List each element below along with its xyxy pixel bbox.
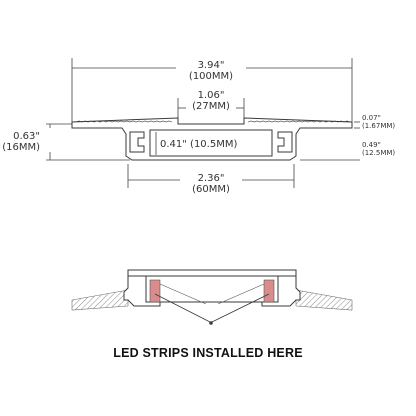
- flange-ribs: [75, 120, 351, 123]
- aluminum-profile: [71, 117, 353, 161]
- installed-caption: LED STRIPS INSTALLED HERE: [113, 346, 303, 360]
- overall-height-inch: 0.63": [13, 131, 40, 142]
- overall-height-dimension: [46, 123, 130, 161]
- installed-profile: [123, 269, 301, 307]
- overall-height-mm: (16MM): [2, 142, 40, 153]
- right-led-strip: [263, 279, 275, 303]
- right-surface: [295, 289, 353, 311]
- callout-dot: [209, 321, 213, 325]
- callout-lines: [154, 293, 270, 323]
- right-dimensions: [300, 121, 360, 161]
- body-height-mm: (12.5MM): [362, 149, 395, 157]
- channel-opening-inch: 1.06": [198, 90, 225, 101]
- channel-opening-mm: (27MM): [192, 101, 230, 112]
- overall-width-inch: 3.94": [198, 60, 225, 71]
- inner-depth-label: 0.41" (10.5MM): [160, 139, 237, 150]
- top-profile-section: 3.94" (100MM) 1.06" (27MM) 0.63" (16MM): [2, 58, 395, 195]
- overall-width-dimension: [71, 58, 353, 122]
- flange-thickness-inch: 0.07": [362, 114, 381, 122]
- light-cone: [159, 283, 265, 305]
- left-led-strip: [149, 279, 161, 303]
- left-surface: [71, 289, 129, 311]
- body-width-inch: 2.36": [198, 173, 225, 184]
- overall-width-mm: (100MM): [189, 71, 233, 82]
- flange-thickness-mm: (1.67MM): [362, 122, 395, 130]
- body-width-dimension: [127, 164, 295, 188]
- installed-view: LED STRIPS INSTALLED HERE: [71, 269, 353, 360]
- body-height-inch: 0.49": [362, 141, 381, 149]
- body-width-mm: (60MM): [192, 184, 230, 195]
